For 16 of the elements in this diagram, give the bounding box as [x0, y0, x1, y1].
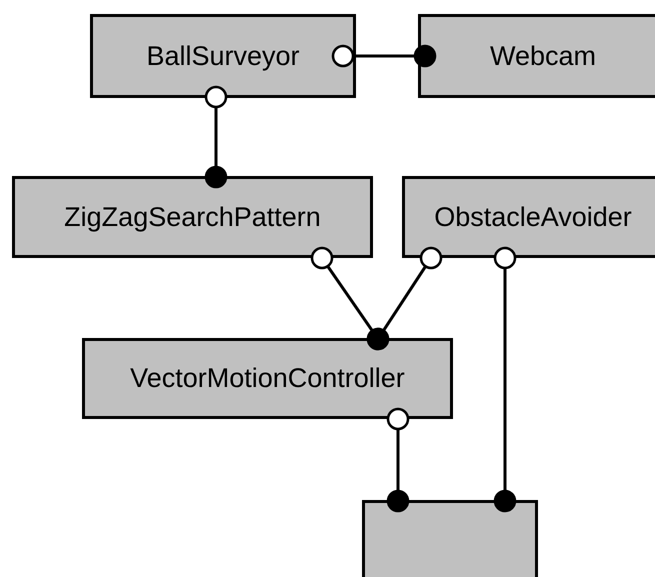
connector [204, 86, 228, 188]
component-box [82, 338, 453, 419]
component-name: ZigZagSearchPattern [64, 202, 321, 232]
component-box [418, 14, 655, 98]
connector [366, 246, 442, 350]
component-box [402, 176, 655, 258]
connector [494, 246, 516, 512]
component-name: ObstacleAvoider [434, 202, 632, 232]
connector [332, 44, 436, 68]
component-box [12, 176, 373, 258]
component-name: BallSurveyor [146, 40, 300, 72]
component-name: Webcam [490, 40, 596, 72]
component-box [362, 500, 538, 577]
component-name: VectorMotionController [130, 363, 405, 394]
component-box [90, 14, 356, 98]
connector [386, 408, 410, 512]
